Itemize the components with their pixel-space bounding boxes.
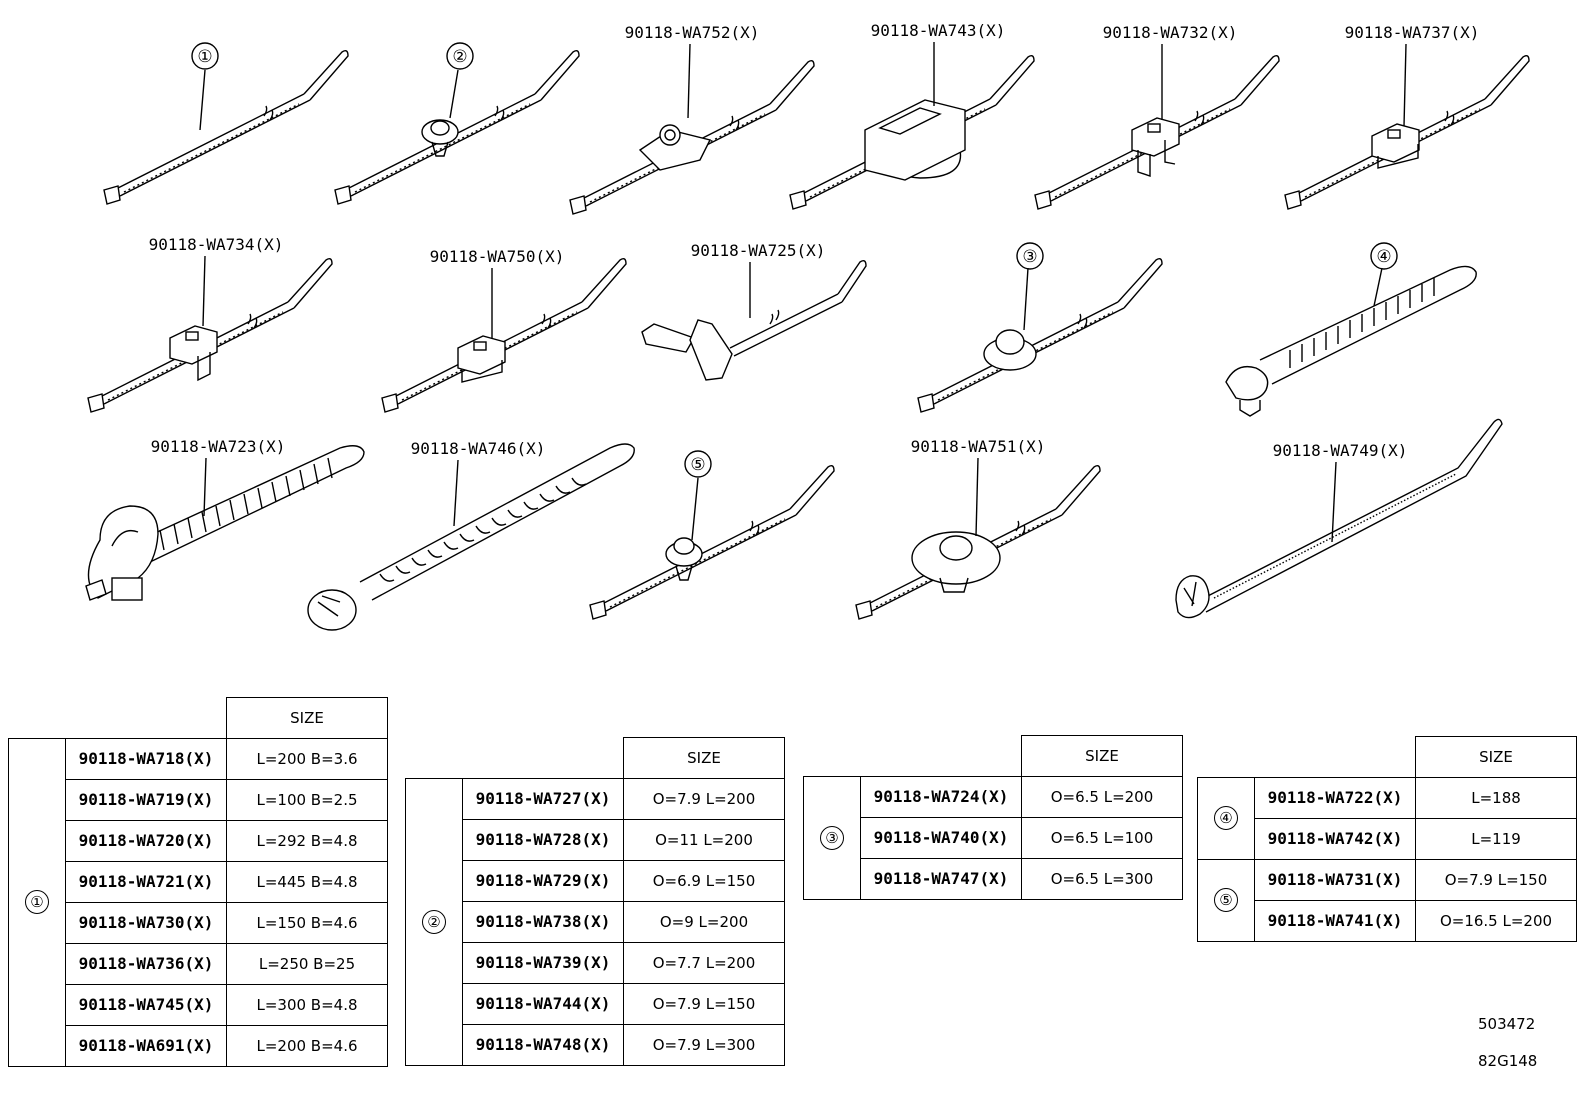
part-number: 90118-WA738(X) (462, 900, 624, 943)
svg-text:90118-WA746(X): 90118-WA746(X) (411, 439, 546, 458)
part-number: 90118-WA720(X) (65, 819, 227, 862)
part-number: 90118-WA745(X) (65, 983, 227, 1026)
part-number: 90118-WA730(X) (65, 901, 227, 944)
size-value: L=292 B=4.8 (226, 819, 388, 862)
svg-text:④: ④ (1376, 247, 1391, 267)
size-header: SIZE (226, 697, 388, 739)
svg-text:90118-WA752(X): 90118-WA752(X) (625, 23, 760, 42)
svg-text:②: ② (452, 47, 467, 67)
group-cell: ② (405, 777, 463, 1066)
part-9-tie: 90118-WA725(X) (641, 241, 867, 381)
group-cell: ① (8, 737, 66, 1067)
size-value: O=7.7 L=200 (623, 941, 785, 984)
part-number: 90118-WA744(X) (462, 982, 624, 1025)
part-number: 90118-WA721(X) (65, 860, 227, 903)
size-table-1: SIZE ① 90118-WA718(X) L=200 B=3.6 90118-… (8, 697, 388, 1067)
part-number: 90118-WA722(X) (1254, 776, 1416, 819)
size-value: O=6.5 L=300 (1021, 857, 1183, 900)
part-14-tie: ⑤ (589, 450, 835, 620)
size-value: O=6.5 L=200 (1021, 775, 1183, 818)
part-number: 90118-WA731(X) (1254, 858, 1416, 901)
svg-text:90118-WA751(X): 90118-WA751(X) (911, 437, 1046, 456)
part-number: 90118-WA736(X) (65, 942, 227, 985)
part-16-tie: 90118-WA749(X) (1175, 418, 1503, 619)
part-8-tie: 90118-WA750(X) (381, 247, 627, 413)
size-value: L=250 B=25 (226, 942, 388, 985)
reference-code-1: 503472 (1478, 1015, 1536, 1033)
part-number: 90118-WA742(X) (1254, 817, 1416, 860)
size-value: O=16.5 L=200 (1415, 899, 1577, 942)
size-header: SIZE (623, 737, 785, 779)
part-4-tie: 90118-WA743(X) (789, 21, 1035, 210)
reference-code-2: 82G148 (1478, 1052, 1538, 1070)
part-number: 90118-WA719(X) (65, 778, 227, 821)
part-2-tie: ② (334, 42, 580, 205)
part-number: 90118-WA691(X) (65, 1024, 227, 1067)
size-value: L=200 B=3.6 (226, 737, 388, 780)
part-11-strap: ④ (1225, 242, 1477, 417)
svg-text:③: ③ (1022, 247, 1037, 267)
size-table-2: SIZE ② 90118-WA727(X) O=7.9 L=200 90118-… (405, 737, 785, 1066)
size-value: O=6.5 L=100 (1021, 816, 1183, 859)
svg-text:90118-WA749(X): 90118-WA749(X) (1273, 441, 1408, 460)
size-value: O=7.9 L=200 (623, 777, 785, 820)
part-1-tie: ① (103, 42, 349, 205)
size-header: SIZE (1415, 736, 1577, 778)
part-13-strap: 90118-WA746(X) (307, 439, 635, 631)
size-table-3: SIZE ③ 90118-WA724(X) O=6.5 L=200 90118-… (803, 735, 1183, 900)
size-value: O=7.9 L=300 (623, 1023, 785, 1066)
group-cell: ⑤ (1197, 858, 1255, 942)
size-value: L=300 B=4.8 (226, 983, 388, 1026)
size-value: L=119 (1415, 817, 1577, 860)
size-value: L=188 (1415, 776, 1577, 819)
size-value: L=200 B=4.6 (226, 1024, 388, 1067)
svg-text:90118-WA737(X): 90118-WA737(X) (1345, 23, 1480, 42)
svg-text:90118-WA734(X): 90118-WA734(X) (149, 235, 284, 254)
size-table-4: SIZE ④ 90118-WA722(X) L=188 90118-WA742(… (1197, 736, 1577, 942)
svg-text:90118-WA725(X): 90118-WA725(X) (691, 241, 826, 260)
size-value: O=7.9 L=150 (623, 982, 785, 1025)
size-value: O=11 L=200 (623, 818, 785, 861)
size-header: SIZE (1021, 735, 1183, 777)
group-cell: ③ (803, 775, 861, 900)
size-value: L=100 B=2.5 (226, 778, 388, 821)
part-number: 90118-WA747(X) (860, 857, 1022, 900)
part-number: 90118-WA748(X) (462, 1023, 624, 1066)
svg-text:90118-WA750(X): 90118-WA750(X) (430, 247, 565, 266)
svg-text:90118-WA723(X): 90118-WA723(X) (151, 437, 286, 456)
svg-text:90118-WA732(X): 90118-WA732(X) (1103, 23, 1238, 42)
size-value: O=9 L=200 (623, 900, 785, 943)
part-number: 90118-WA741(X) (1254, 899, 1416, 942)
part-number: 90118-WA740(X) (860, 816, 1022, 859)
svg-text:⑤: ⑤ (690, 455, 705, 475)
part-3-tie: 90118-WA752(X) (569, 23, 815, 215)
size-value: L=150 B=4.6 (226, 901, 388, 944)
part-number: 90118-WA729(X) (462, 859, 624, 902)
svg-text:90118-WA743(X): 90118-WA743(X) (871, 21, 1006, 40)
part-6-tie: 90118-WA737(X) (1284, 23, 1530, 210)
part-5-tie: 90118-WA732(X) (1034, 23, 1280, 210)
part-15-tie: 90118-WA751(X) (855, 437, 1101, 620)
part-number: 90118-WA728(X) (462, 818, 624, 861)
callout-1: ① (197, 47, 212, 67)
size-value: L=445 B=4.8 (226, 860, 388, 903)
part-12-strap: 90118-WA723(X) (85, 437, 365, 601)
part-7-tie: 90118-WA734(X) (87, 235, 333, 413)
size-value: O=6.9 L=150 (623, 859, 785, 902)
part-number: 90118-WA724(X) (860, 775, 1022, 818)
part-10-tie: ③ (917, 242, 1163, 413)
part-number: 90118-WA739(X) (462, 941, 624, 984)
group-cell: ④ (1197, 776, 1255, 860)
part-number: 90118-WA727(X) (462, 777, 624, 820)
size-value: O=7.9 L=150 (1415, 858, 1577, 901)
part-number: 90118-WA718(X) (65, 737, 227, 780)
